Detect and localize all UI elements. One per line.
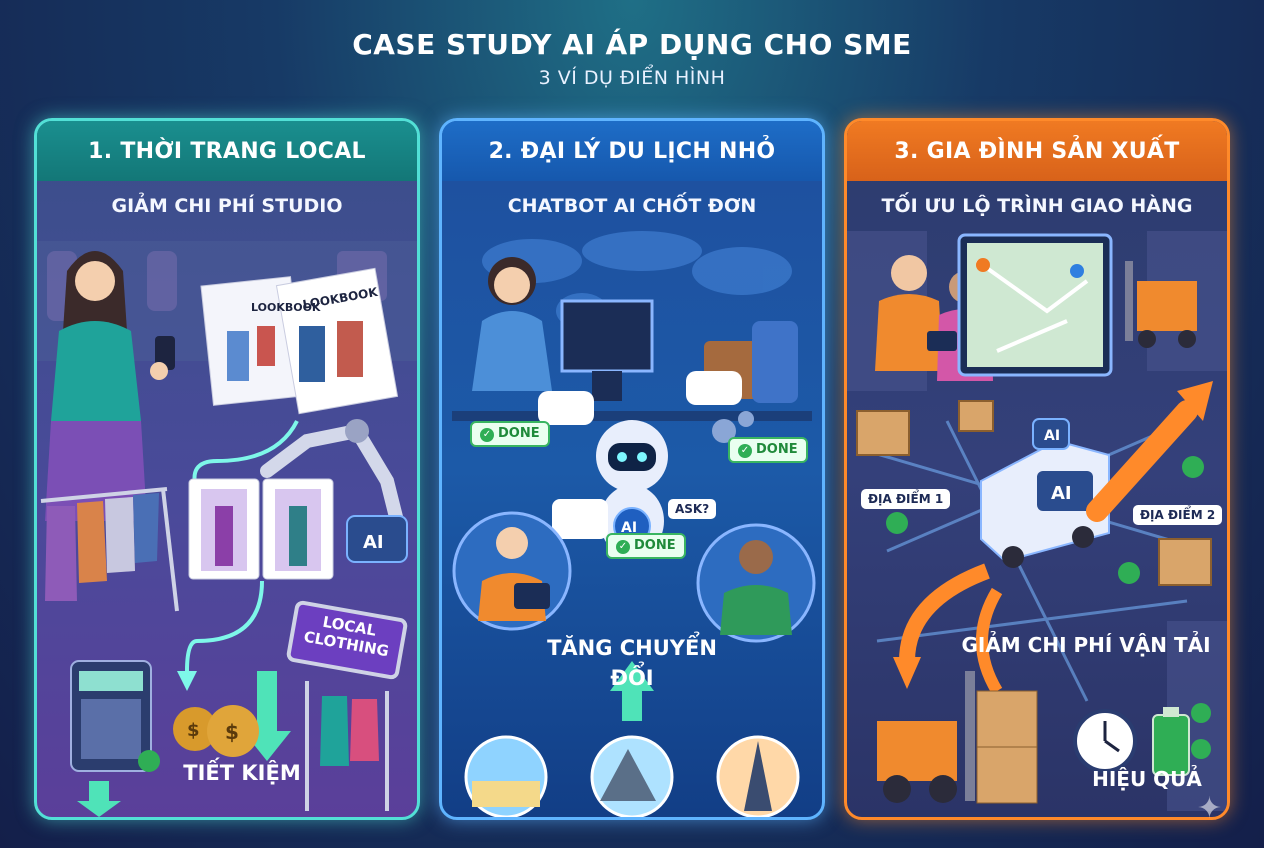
svg-text:$: $: [187, 720, 200, 741]
panel-travel: 2. ĐẠI LÝ DU LỊCH NHỎ CHATBOT AI CHỐT ĐƠ…: [439, 118, 825, 820]
ask-bubble: ASK?: [668, 499, 717, 519]
clothes-rack-icon: [40, 487, 179, 612]
panel-manufacturing: 3. GIA ĐÌNH SẢN XUẤT TỐI ƯU LỘ TRÌNH GIA…: [844, 118, 1230, 820]
lookbook-icon: [200, 267, 399, 415]
delivery-van-icon: [980, 418, 1110, 568]
logistics-illustration: AI AI: [847, 231, 1227, 811]
panel-subtitle: CHATBOT AI CHỐT ĐƠN: [507, 195, 757, 217]
done-chip: ✓DONE: [606, 533, 686, 559]
panel-subtitle: TỐI ƯU LỘ TRÌNH GIAO HÀNG: [881, 195, 1193, 217]
route-arrow-icon: [899, 563, 990, 662]
result-label-efficiency: HIỆU QUẢ: [1092, 767, 1202, 791]
done-chip: ✓DONE: [728, 437, 808, 463]
panel-title: 2. ĐẠI LÝ DU LỊCH NHỎ: [442, 121, 822, 181]
battery-icon: [1152, 707, 1190, 776]
van-ai-label: AI: [1051, 483, 1072, 504]
clock-icon: [1073, 709, 1137, 773]
result-label-cost: GIẢM CHI PHÍ VẬN TẢI: [961, 633, 1211, 657]
robot-arm-icon: [260, 419, 408, 563]
panel-title: 1. THỜI TRANG LOCAL: [37, 121, 417, 181]
package-box-icon: [856, 400, 1212, 586]
travel-illustration: AI: [452, 231, 816, 817]
location-2-label: ĐỊA ĐIỂM 2: [1133, 505, 1223, 525]
page-title: CASE STUDY AI ÁP DỤNG CHO SME: [352, 28, 912, 61]
page-subtitle: 3 VÍ DỤ ĐIỂN HÌNH: [538, 67, 726, 89]
model-photo-icon: [188, 478, 334, 580]
ai-badge: AI: [363, 532, 384, 553]
beach-destination-icon: [464, 735, 548, 817]
panel-subtitle: GIẢM CHI PHÍ STUDIO: [111, 195, 343, 217]
check-icon: [1191, 703, 1211, 759]
store-sign-icon: [286, 600, 408, 811]
robot-ai-badge: AI: [621, 520, 637, 536]
done-chip: ✓DONE: [470, 421, 550, 447]
fashion-illustration: LOOKBOOK LOOKBOOK AI: [37, 241, 417, 817]
mountain-destination-icon: [590, 735, 674, 817]
route-map-screen-icon: [957, 233, 1113, 377]
check-icon: [886, 456, 1204, 584]
up-arrow-icon: [610, 661, 654, 721]
growth-arrow-icon: [1086, 400, 1198, 522]
panel-fashion: 1. THỜI TRANG LOCAL GIẢM CHI PHÍ STUDIO: [34, 118, 420, 820]
page-header: CASE STUDY AI ÁP DỤNG CHO SME 3 VÍ DỤ ĐI…: [0, 28, 1264, 89]
eiffel-destination-icon: [716, 735, 800, 817]
customer-man-icon: [696, 523, 816, 643]
forklift-icon: [1125, 261, 1197, 348]
calculator-icon: [70, 660, 160, 772]
woman-with-phone-icon: [45, 251, 175, 521]
sparkle-icon: ✦: [1196, 791, 1222, 826]
travel-agent-icon: [452, 257, 812, 421]
route-arrow-icon: [976, 587, 1003, 695]
location-1-label: ĐỊA ĐIỂM 1: [861, 489, 951, 509]
flow-arrow-icon: [192, 420, 299, 492]
down-arrow-icon: [77, 781, 121, 817]
forklift-icon: [877, 671, 1038, 804]
money-bag-icon: $ $: [173, 705, 259, 757]
chat-bubble-icon: [538, 371, 742, 539]
svg-text:$: $: [225, 720, 239, 744]
flow-arrow-icon: [185, 580, 264, 672]
ai-chip-label: AI: [1044, 428, 1060, 444]
panel-title: 3. GIA ĐÌNH SẢN XUẤT: [847, 121, 1227, 181]
result-label: TĂNG CHUYỂN ĐỔI: [547, 636, 717, 690]
customer-woman-icon: [452, 511, 572, 631]
lookbook-1-label: LOOKBOOK: [251, 301, 321, 314]
result-label: TIẾT KIỆM: [183, 761, 301, 785]
